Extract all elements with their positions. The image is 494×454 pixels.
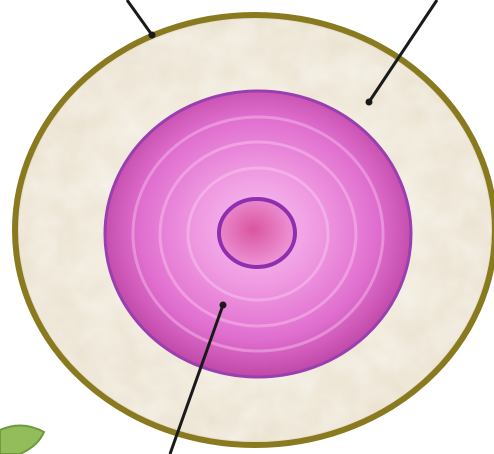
leader-line-top-left bbox=[127, 0, 156, 39]
nucleus bbox=[219, 199, 295, 267]
corner-leaf-fragment bbox=[0, 425, 44, 454]
